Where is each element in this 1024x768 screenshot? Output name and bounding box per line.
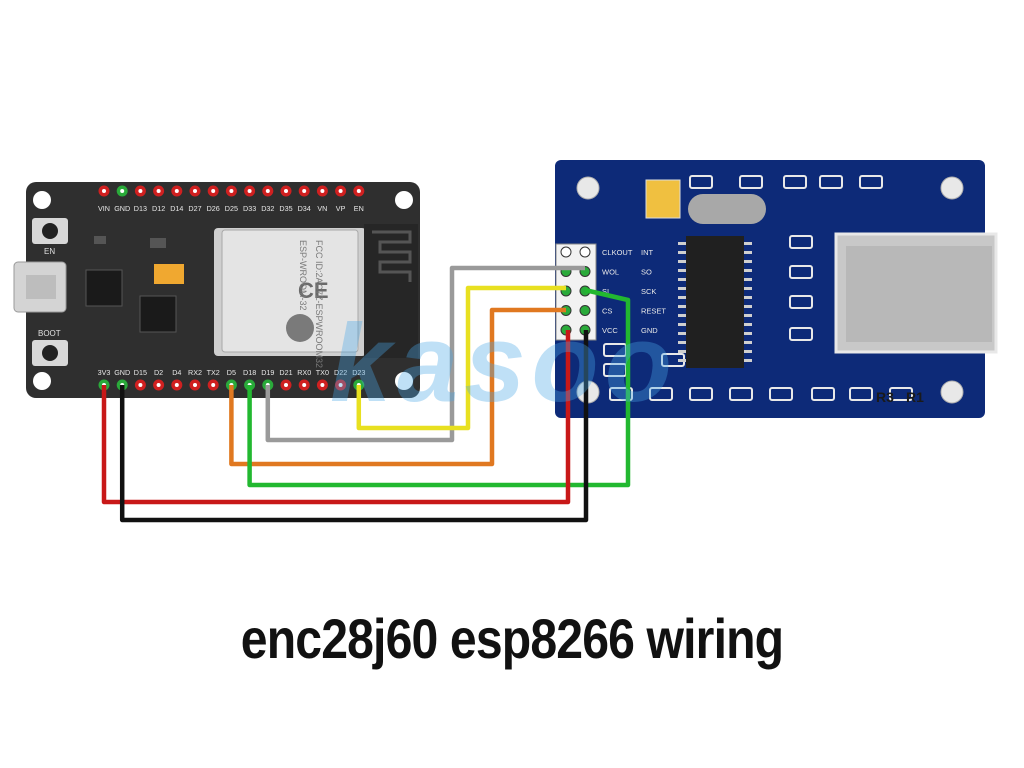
wires bbox=[101, 265, 631, 523]
enc-pin-label: CS bbox=[602, 307, 612, 316]
wire-gnd-to-gnd bbox=[119, 330, 589, 523]
esp32-board: CE bbox=[13, 182, 420, 398]
enc-pin-label: SO bbox=[641, 268, 652, 277]
esp-pin-label: VP bbox=[336, 204, 346, 213]
esp-pin-label: GND bbox=[114, 204, 130, 213]
enc-pin-label: VCC bbox=[602, 326, 618, 335]
esp-wroom-module: CE bbox=[214, 224, 418, 358]
esp-pin-label: D22 bbox=[334, 368, 347, 377]
esp-pin-label: D33 bbox=[243, 204, 256, 213]
esp-pin-label: D32 bbox=[261, 204, 274, 213]
esp-pin-label: D35 bbox=[279, 204, 292, 213]
wire-d5-to-cs bbox=[229, 307, 566, 467]
enc-pin-label: SI bbox=[602, 287, 609, 296]
esp-pin-label: D14 bbox=[170, 204, 183, 213]
enc28j60-board: CLKOUT WOL SI CS VCC INT SO SCK RESET GND bbox=[555, 160, 998, 418]
enc-pin-label: RESET bbox=[641, 307, 666, 316]
esp32-top-header: VIN GND D13 D12 D14 D27 D26 D25 D33 D32 D35 D34 VN VP… bbox=[98, 185, 365, 213]
wire-3v3-to-vcc bbox=[101, 330, 571, 505]
esp-pin-label: D23 bbox=[352, 368, 365, 377]
esp-pin-label: D25 bbox=[225, 204, 238, 213]
esp-pin-label: RX0 bbox=[297, 368, 311, 377]
esp-pin-label: EN bbox=[354, 204, 364, 213]
esp-pin-label: D13 bbox=[134, 204, 147, 213]
esp-pin-label: D34 bbox=[298, 204, 311, 213]
enc-pin-label: SCK bbox=[641, 287, 656, 296]
esp-pin-label: D4 bbox=[172, 368, 181, 377]
esp-pin-label: D26 bbox=[207, 204, 220, 213]
enc-pin-int bbox=[579, 246, 591, 258]
esp-pin-label: D19 bbox=[261, 368, 274, 377]
esp-pin-label: TX0 bbox=[316, 368, 329, 377]
svg-text:CE: CE bbox=[298, 278, 329, 303]
boot-button[interactable] bbox=[32, 340, 68, 366]
enc-pin-label: CLKOUT bbox=[602, 248, 633, 257]
en-label: EN bbox=[44, 247, 55, 256]
esp-pin-label: GND bbox=[114, 368, 130, 377]
enc28j60-chip bbox=[686, 236, 744, 368]
wire-d23-to-si bbox=[356, 285, 566, 431]
esp-pin-label: D15 bbox=[134, 368, 147, 377]
esp-pin-label: VIN bbox=[98, 204, 110, 213]
enc-pin-label: WOL bbox=[602, 268, 619, 277]
esp-pin-label: D12 bbox=[152, 204, 165, 213]
enc-pin-clkout bbox=[560, 246, 572, 258]
module-label: ESP-WROOM-32 bbox=[298, 240, 308, 311]
enc-pin-reset bbox=[579, 305, 591, 316]
esp-pin-label: D18 bbox=[243, 368, 256, 377]
boot-label: BOOT bbox=[38, 329, 61, 338]
en-button[interactable] bbox=[32, 218, 68, 244]
esp-pin-label: D21 bbox=[279, 368, 292, 377]
page-title: enc28j60 esp8266 wiring bbox=[240, 607, 784, 670]
esp-pin-label: D5 bbox=[227, 368, 236, 377]
esp-pin-label: D2 bbox=[154, 368, 163, 377]
esp-pin-label: TX2 bbox=[207, 368, 220, 377]
esp-pin-label: RX2 bbox=[188, 368, 202, 377]
esp-pin-label: D27 bbox=[188, 204, 201, 213]
esp-pin-label: VN bbox=[317, 204, 327, 213]
enc-pin-label: INT bbox=[641, 248, 654, 257]
resistor-label: R3 bbox=[876, 389, 894, 405]
module-label: FCC ID:2AC7Z-ESPWROOM32 bbox=[314, 240, 324, 368]
wire-d18-to-sck bbox=[247, 287, 631, 488]
wire-d19-to-so bbox=[265, 265, 585, 443]
watermark: kasoo bbox=[330, 302, 678, 425]
enc-pin-label: GND bbox=[641, 326, 658, 335]
esp-pin-label: 3V3 bbox=[98, 368, 111, 377]
resistor-label: R1 bbox=[906, 389, 924, 405]
